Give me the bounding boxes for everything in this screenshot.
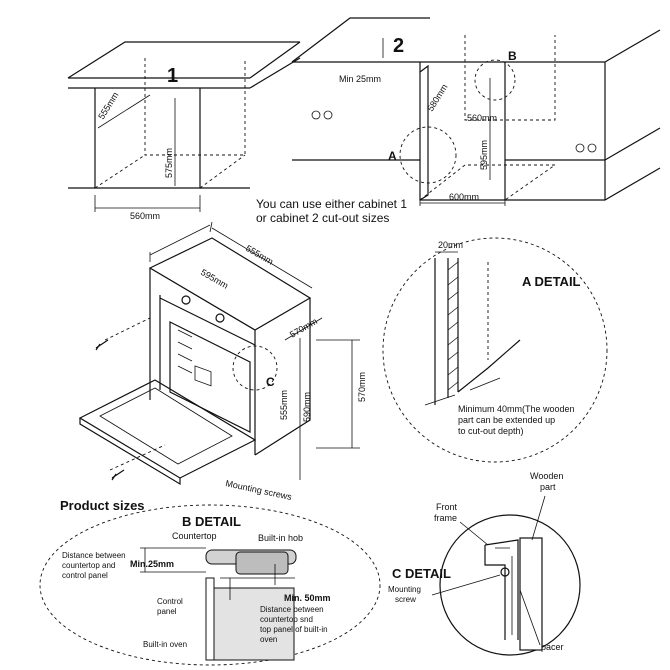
min-50-label: Min. 50mm <box>284 593 331 603</box>
mounting-screw-line-1: Mounting <box>388 585 421 594</box>
distance2-line-4: oven <box>260 635 277 644</box>
hinge-right-1 <box>575 143 585 153</box>
distance2-line-1: Distance between <box>260 605 324 614</box>
marker-c-label: C <box>266 375 275 389</box>
a-detail: A DETAIL 20mm Minimum 40mm(The wooden pa… <box>382 237 608 463</box>
b-detail-title: B DETAIL <box>182 514 241 529</box>
min-25-label: Min.25mm <box>130 559 174 569</box>
built-in-hob <box>235 551 289 575</box>
cabinet-2-depth-label: 580mm <box>425 82 449 113</box>
control-panel <box>205 577 215 661</box>
mounting-screw-line-2: screw <box>395 595 416 604</box>
cabinet-1-number: 1 <box>167 65 178 87</box>
note-line-2: or cabinet 2 cut-out sizes <box>256 211 389 225</box>
spacer-label: Spacer <box>535 642 564 652</box>
a-detail-circle <box>382 237 608 463</box>
front-frame-line-2: frame <box>434 513 457 523</box>
oven-knob-right <box>215 313 225 323</box>
cabinet-2-width-label: 600mm <box>449 192 479 202</box>
cabinet-1-height-label: 575mm <box>164 148 174 178</box>
a-detail-20mm-label: 20mm <box>438 240 463 250</box>
built-in-hob-label: Built-in hob <box>258 533 303 543</box>
cabinet-2-min-gap-label: Min 25mm <box>339 74 381 84</box>
marker-a-label: A <box>388 149 397 163</box>
cabinet-2-inner-width-label: 560mm <box>467 113 497 123</box>
cabinet-1-width-label: 560mm <box>130 211 160 221</box>
oven-depth-label: 555mm <box>244 243 275 267</box>
built-in-oven <box>213 587 295 661</box>
oven-front-depth-label: 555mm <box>279 390 289 420</box>
distance2-line-2: countertop snd <box>260 615 313 624</box>
a-detail-note-line-2: part can be extended up <box>458 415 555 425</box>
front-frame-line-1: Front <box>436 502 458 512</box>
oven-overall-height-label: 570mm <box>357 372 367 402</box>
marker-a-circle <box>399 126 457 184</box>
wooden-part-line-2: part <box>540 482 556 492</box>
countertop-label: Countertop <box>172 531 217 541</box>
a-detail-note-line-3: to cut-out depth) <box>458 426 524 436</box>
hinge-left-2 <box>323 110 333 120</box>
wooden-part <box>519 537 543 651</box>
hinge-left-1 <box>311 110 321 120</box>
c-detail: C DETAIL Wooden part Front frame Mountin… <box>388 471 581 656</box>
marker-b-label: B <box>508 49 517 63</box>
c-detail-circle <box>439 514 581 656</box>
b-detail: Product sizes B DETAIL Countertop Built-… <box>39 498 381 666</box>
cabinet-1: 1 555mm 575mm 560mm <box>67 41 301 221</box>
c-detail-title: C DETAIL <box>392 566 451 581</box>
product-sizes-title: Product sizes <box>60 498 145 513</box>
a-detail-note-line-1: Minimum 40mm(The wooden <box>458 404 575 414</box>
control-panel-line-2: panel <box>157 607 177 616</box>
b-detail-ellipse <box>39 504 381 666</box>
distance2-line-3: top panel of built-in <box>260 625 328 634</box>
oven-width-label: 595mm <box>199 267 230 291</box>
oven-control-panel <box>194 365 212 387</box>
distance-label-line-3: control panel <box>62 571 108 580</box>
cabinet-2: 2 Min 25mm 580mm 560mm 595mm 600mm A B <box>291 17 661 206</box>
cabinet-2-number: 2 <box>393 35 404 57</box>
oven-drawing: C 595mm 555mm 570mm 555mm 590mm 570mm Mo… <box>78 221 367 502</box>
cabinet-2-height-label: 595mm <box>479 140 489 170</box>
mounting-screws-label: Mounting screws <box>225 478 294 502</box>
wooden-part-line-1: Wooden <box>530 471 563 481</box>
hinge-right-2 <box>587 143 597 153</box>
built-in-oven-label: Built-in oven <box>143 640 187 649</box>
oven-height-label: 590mm <box>302 392 312 422</box>
mounting-screw <box>500 567 510 577</box>
marker-b-circle <box>474 59 516 101</box>
oven-knob-left <box>181 295 191 305</box>
distance-label-line-1: Distance between <box>62 551 126 560</box>
control-panel-line-1: Control <box>157 597 183 606</box>
a-detail-title: A DETAIL <box>522 274 581 289</box>
distance-label-line-2: countertop and <box>62 561 115 570</box>
note-line-1: You can use either cabinet 1 <box>256 197 407 211</box>
marker-c-circle <box>232 345 278 391</box>
oven-side-depth-label: 570mm <box>288 316 319 340</box>
